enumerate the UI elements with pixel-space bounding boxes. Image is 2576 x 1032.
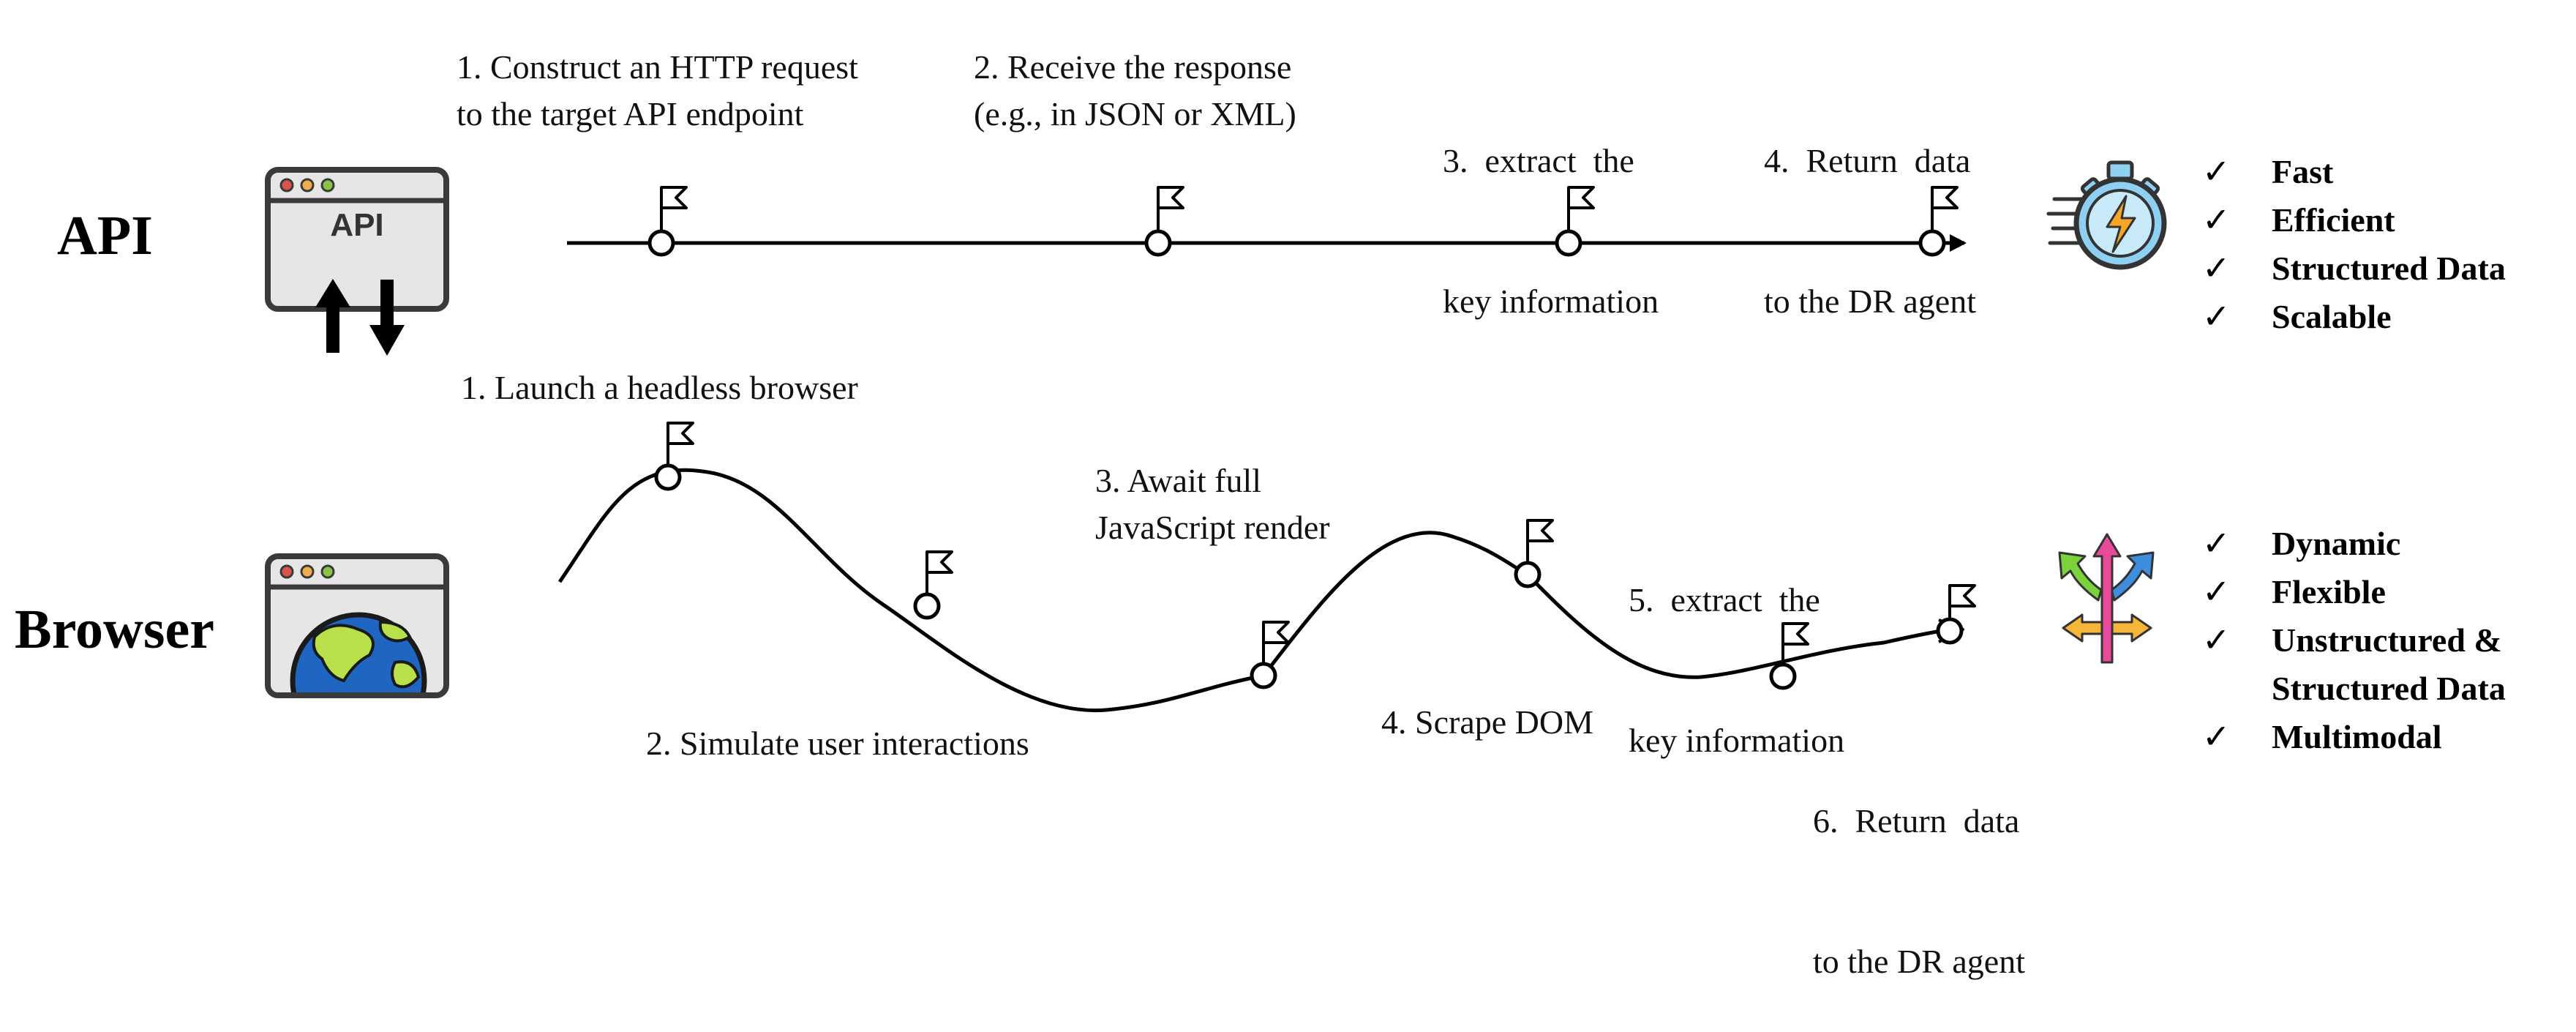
api-title: API xyxy=(57,205,153,266)
flag-icon xyxy=(1526,519,1554,542)
multi-direction-arrows-icon xyxy=(2058,533,2155,664)
browser-globe-icon xyxy=(265,553,449,698)
benefit-item: ✓ Multimodal xyxy=(2202,713,2506,761)
step-text-line: to the DR agent xyxy=(1813,943,2025,980)
browser-step-label-6: 6. Return data to the DR agent xyxy=(1813,704,2025,1032)
api-step-marker-4 xyxy=(1918,186,1959,257)
step-text-line: JavaScript render xyxy=(1095,509,1330,546)
checkmark-icon: ✓ xyxy=(2202,298,2231,335)
benefit-item: ✓ Scalable xyxy=(2202,293,2506,341)
flag-icon xyxy=(1781,622,1809,646)
browser-step-marker-5 xyxy=(1769,622,1809,690)
step-text-line: 5. extract the xyxy=(1629,581,1820,618)
flag-icon xyxy=(925,550,953,574)
benefit-item: ✓ Flexible xyxy=(2202,568,2506,616)
api-step-label-2: 2. Receive the response (e.g., in JSON o… xyxy=(974,44,1296,138)
benefit-item: ✓ Efficient xyxy=(2202,196,2506,244)
flag-icon xyxy=(1948,584,1976,607)
browser-wavy-path xyxy=(557,468,1950,713)
browser-step-label-5: 5. extract the key information xyxy=(1629,483,1844,811)
api-benefits-list: ✓ Fast ✓ Efficient ✓ Structured Data ✓ Scala… xyxy=(2202,148,2506,341)
step-text-line: 1. Construct an HTTP request xyxy=(457,48,858,86)
benefit-text: Multimodal xyxy=(2272,718,2442,755)
checkmark-icon: ✓ xyxy=(2202,153,2231,190)
step-text-line: 4. Return data xyxy=(1764,142,1971,179)
benefit-text: Dynamic xyxy=(2272,525,2401,562)
benefit-text: Unstructured & xyxy=(2272,621,2502,659)
benefit-item: Structured Data xyxy=(2202,665,2506,713)
download-arrow-icon xyxy=(369,280,405,356)
flag-icon xyxy=(1157,186,1184,209)
browser-step-label-2: 2. Simulate user interactions xyxy=(646,725,1029,762)
api-step-marker-3 xyxy=(1555,186,1595,257)
checkmark-icon: ✓ xyxy=(2202,525,2231,562)
browser-step-marker-6 xyxy=(1936,584,1976,645)
flag-icon xyxy=(660,186,688,209)
checkmark-icon: ✓ xyxy=(2202,250,2231,287)
checkmark-icon: ✓ xyxy=(2202,718,2231,755)
step-text-line: to the target API endpoint xyxy=(457,95,804,132)
process-diagram: API xyxy=(265,160,2167,713)
api-step-label-3: 3. extract the key information xyxy=(1443,44,1659,372)
api-step-marker-1 xyxy=(647,186,688,257)
browser-title: Browser xyxy=(15,599,214,660)
api-window-label: API xyxy=(330,207,383,243)
benefit-item: ✓ Fast xyxy=(2202,148,2506,196)
benefit-text: Structured Data xyxy=(2272,250,2506,287)
upload-arrow-icon xyxy=(315,279,350,353)
flag-icon xyxy=(666,422,694,445)
benefit-text: Scalable xyxy=(2272,298,2392,335)
checkmark-icon: ✓ xyxy=(2202,201,2231,239)
api-step-label-1: 1. Construct an HTTP request to the targ… xyxy=(457,44,858,138)
benefit-text: Flexible xyxy=(2272,573,2386,610)
benefit-item: ✓ Dynamic xyxy=(2202,520,2506,568)
api-step-label-4: 4. Return data to the DR agent xyxy=(1764,44,1976,372)
step-text-line: 6. Return data xyxy=(1813,802,2020,840)
flag-icon xyxy=(1567,186,1595,209)
browser-step-label-1: 1. Launch a headless browser xyxy=(461,369,858,406)
step-text-line: 2. Receive the response xyxy=(974,48,1292,86)
browser-benefits-list: ✓ Dynamic ✓ Flexible ✓ Unstructured & Struc… xyxy=(2202,520,2506,761)
browser-step-label-3: 3. Await full JavaScript render xyxy=(1095,457,1330,551)
stopwatch-lightning-icon xyxy=(2046,160,2167,270)
benefit-text: Fast xyxy=(2272,153,2334,190)
benefit-text: Structured Data xyxy=(2272,670,2506,707)
checkmark-icon: ✓ xyxy=(2202,573,2231,610)
step-text-line: 3. extract the xyxy=(1443,142,1634,179)
browser-step-marker-3 xyxy=(1250,621,1290,689)
step-text-line: key information xyxy=(1443,283,1659,320)
benefit-item: ✓ Structured Data xyxy=(2202,244,2506,293)
browser-step-marker-4 xyxy=(1514,519,1554,588)
flag-icon xyxy=(1262,621,1290,644)
browser-step-marker-2 xyxy=(913,550,953,620)
api-window-icon: API xyxy=(265,167,449,356)
api-timeline-arrowhead xyxy=(1950,234,1967,252)
step-text-line: 3. Await full xyxy=(1095,462,1262,499)
checkmark-icon: ✓ xyxy=(2202,621,2231,659)
benefit-text: Efficient xyxy=(2272,201,2395,239)
step-text-line: (e.g., in JSON or XML) xyxy=(974,95,1296,132)
step-text-line: key information xyxy=(1629,722,1845,759)
step-text-line: to the DR agent xyxy=(1764,283,1976,320)
browser-step-marker-1 xyxy=(654,422,694,491)
benefit-item: ✓ Unstructured & xyxy=(2202,616,2506,665)
flag-icon xyxy=(1931,186,1959,209)
browser-step-label-4: 4. Scrape DOM xyxy=(1381,703,1593,741)
api-step-marker-2 xyxy=(1144,186,1184,257)
